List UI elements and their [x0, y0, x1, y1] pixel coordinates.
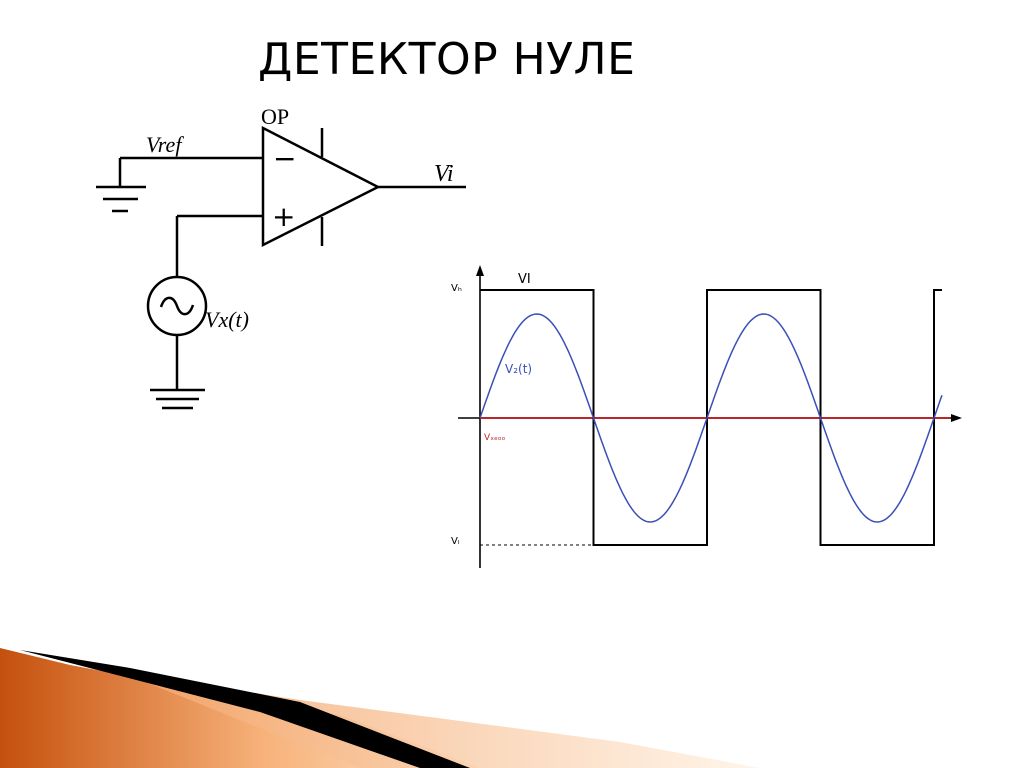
ac-source-sine-icon	[159, 296, 195, 316]
source-label: Vx(t)	[205, 307, 249, 332]
noninverting-input-sign: +	[272, 200, 295, 233]
inverting-input-sign: −	[273, 142, 296, 175]
swoosh-black	[20, 650, 470, 768]
output-label: Vi	[434, 161, 454, 187]
slide-title: ДЕТЕКТОР НУЛЕ	[258, 34, 636, 85]
opamp-triangle	[261, 125, 381, 248]
opamp-label: OP	[261, 104, 289, 129]
square-wave-label: VI	[518, 272, 531, 287]
low-level-label: Vₗ	[451, 536, 460, 547]
vref-label: Vref	[146, 132, 184, 157]
sine-wave-label: V₂(t)	[505, 362, 532, 376]
y-axis-arrow	[476, 265, 484, 276]
x-axis-arrow	[951, 414, 962, 422]
sine-wave	[479, 313, 943, 523]
swoosh-peach	[120, 672, 760, 768]
high-level-label: Vₕ	[451, 283, 462, 294]
reference-label: Vₓₑₒₒ	[484, 433, 506, 443]
